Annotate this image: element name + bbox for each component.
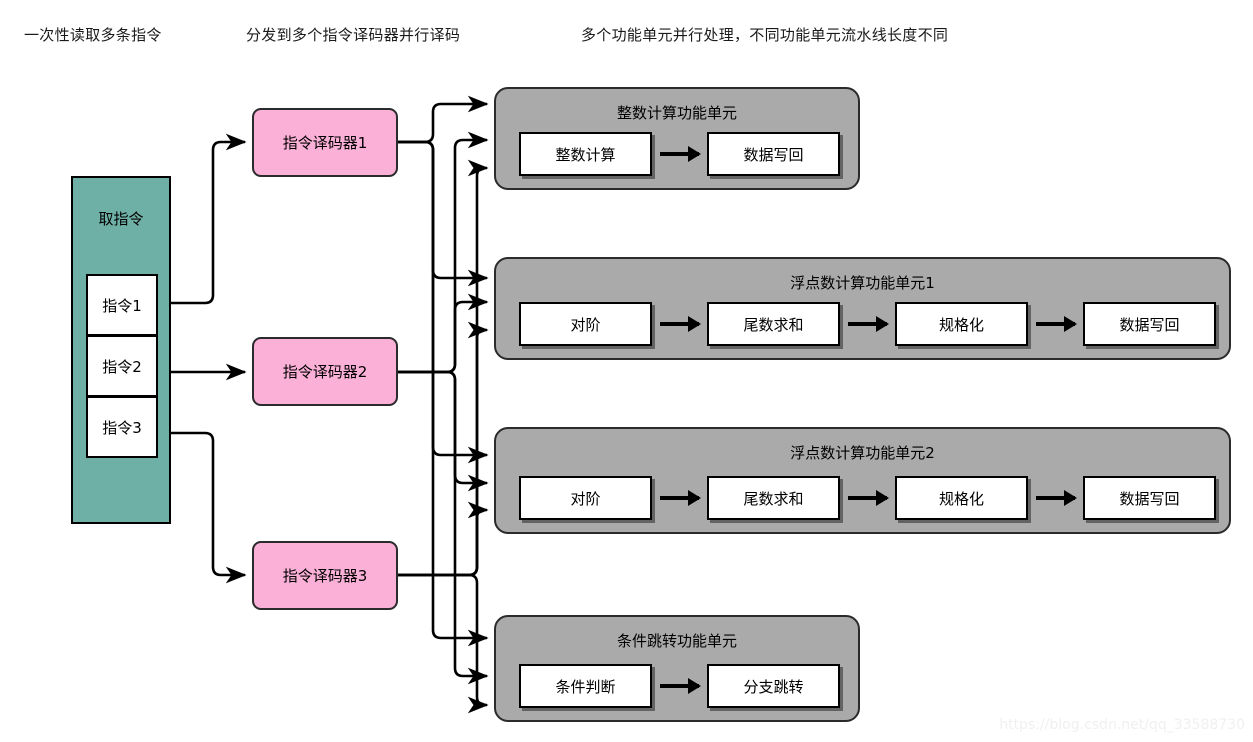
stage-arrow-icon: [660, 146, 701, 162]
pipeline-stage: 整数计算: [519, 132, 652, 176]
fetch-unit: 取指令 指令1 指令2 指令3: [71, 176, 171, 524]
functional-unit-integer: 整数计算功能单元 整数计算 数据写回: [494, 87, 860, 190]
functional-unit-title: 浮点数计算功能单元2: [790, 444, 935, 462]
caption-dispatch: 分发到多个指令译码器并行译码: [246, 26, 461, 44]
pipeline-stage: 分支跳转: [707, 664, 840, 708]
functional-unit-branch: 条件跳转功能单元 条件判断 分支跳转: [494, 615, 860, 722]
pipeline-stage: 尾数求和: [707, 476, 840, 520]
stage-arrow-icon: [660, 490, 701, 506]
instruction-decoder-2: 指令译码器2: [252, 337, 398, 406]
caption-execute: 多个功能单元并行处理，不同功能单元流水线长度不同: [581, 26, 949, 44]
stage-arrow-icon: [848, 316, 889, 332]
instruction-decoder-1: 指令译码器1: [252, 108, 398, 177]
instruction-slot: 指令2: [86, 335, 158, 397]
instruction-decoder-3: 指令译码器3: [252, 541, 398, 610]
instruction-slot: 指令1: [86, 274, 158, 336]
pipeline-stage: 数据写回: [1083, 476, 1216, 520]
stage-arrow-icon: [1036, 316, 1077, 332]
stage-arrow-icon: [848, 490, 889, 506]
pipeline-stage: 条件判断: [519, 664, 652, 708]
functional-unit-float-2: 浮点数计算功能单元2 对阶 尾数求和 规格化 数据写回: [494, 427, 1231, 534]
pipeline-stage: 对阶: [519, 302, 652, 346]
pipeline-stage: 尾数求和: [707, 302, 840, 346]
functional-unit-title: 浮点数计算功能单元1: [790, 274, 935, 292]
functional-unit-title: 条件跳转功能单元: [616, 632, 737, 650]
stage-arrow-icon: [660, 678, 701, 694]
pipeline-stage: 规格化: [895, 302, 1028, 346]
fetch-unit-title: 取指令: [98, 210, 144, 228]
watermark: https://blog.csdn.net/qq_33588730: [999, 717, 1245, 733]
pipeline-stage: 数据写回: [1083, 302, 1216, 346]
stage-arrow-icon: [660, 316, 701, 332]
pipeline-stage: 规格化: [895, 476, 1028, 520]
functional-unit-title: 整数计算功能单元: [616, 104, 737, 122]
functional-unit-float-1: 浮点数计算功能单元1 对阶 尾数求和 规格化 数据写回: [494, 257, 1231, 360]
caption-fetch: 一次性读取多条指令: [24, 26, 162, 44]
pipeline-stage: 对阶: [519, 476, 652, 520]
pipeline-stage: 数据写回: [707, 132, 840, 176]
stage-arrow-icon: [1036, 490, 1077, 506]
instruction-slot: 指令3: [86, 396, 158, 458]
